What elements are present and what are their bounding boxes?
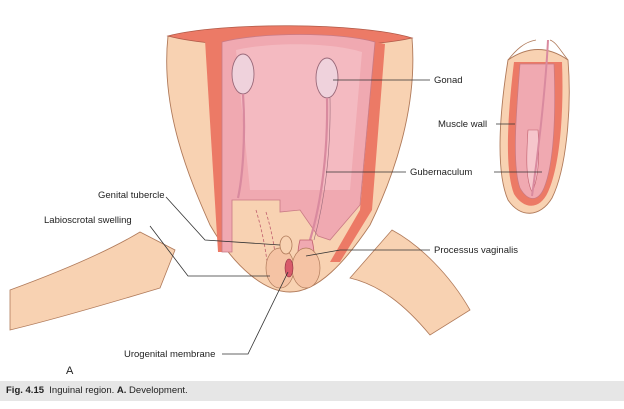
caption-panel: A. bbox=[116, 385, 127, 396]
leader-labioscrotal-swelling bbox=[149, 225, 270, 277]
inguinal-development-diagram: Gonad Muscle wall Gubernaculum Genital t… bbox=[9, 25, 570, 377]
inset-top-flare-right bbox=[549, 39, 569, 61]
leader-urogenital-membrane bbox=[222, 271, 289, 355]
genital-tubercle-shape bbox=[279, 235, 293, 255]
left-gonad bbox=[231, 53, 255, 95]
caption-panel-text: Development. bbox=[129, 385, 188, 396]
left-thigh bbox=[9, 231, 176, 331]
caption-title: Inguinal region. bbox=[49, 385, 115, 396]
inset-gubernaculum bbox=[531, 39, 549, 197]
urogenital-membrane-shape bbox=[284, 258, 294, 278]
inset-top-flare-left bbox=[507, 39, 537, 61]
left-dashed-path-2 bbox=[265, 211, 277, 271]
caption-fig-number: Fig. 4.15 bbox=[6, 385, 45, 396]
leader-lines bbox=[149, 79, 542, 355]
leader-processus-vaginalis bbox=[305, 249, 430, 257]
leader-genital-tubercle bbox=[165, 196, 281, 246]
label-gonad: Gonad bbox=[434, 75, 463, 86]
label-processus-vaginalis: Processus vaginalis bbox=[434, 245, 518, 256]
label-labioscrotal-swelling: Labioscrotal swelling bbox=[44, 215, 132, 226]
right-gubernaculum bbox=[308, 97, 329, 241]
figure-caption: Fig. 4.15 Inguinal region. A. Developmen… bbox=[0, 381, 624, 401]
label-muscle-wall: Muscle wall bbox=[438, 119, 487, 130]
inset-processus-illustration bbox=[499, 39, 570, 214]
left-gubernaculum bbox=[236, 93, 246, 199]
right-cut-wall bbox=[330, 42, 385, 262]
right-gonad bbox=[315, 57, 339, 99]
label-gubernaculum: Gubernaculum bbox=[410, 167, 472, 178]
label-genital-tubercle: Genital tubercle bbox=[98, 190, 165, 201]
gubernaculum-outline bbox=[313, 97, 331, 241]
label-urogenital-membrane: Urogenital membrane bbox=[124, 349, 215, 360]
lower-body-illustration bbox=[9, 25, 471, 336]
cavity-highlight bbox=[236, 44, 362, 190]
panel-letter: A bbox=[66, 365, 74, 377]
